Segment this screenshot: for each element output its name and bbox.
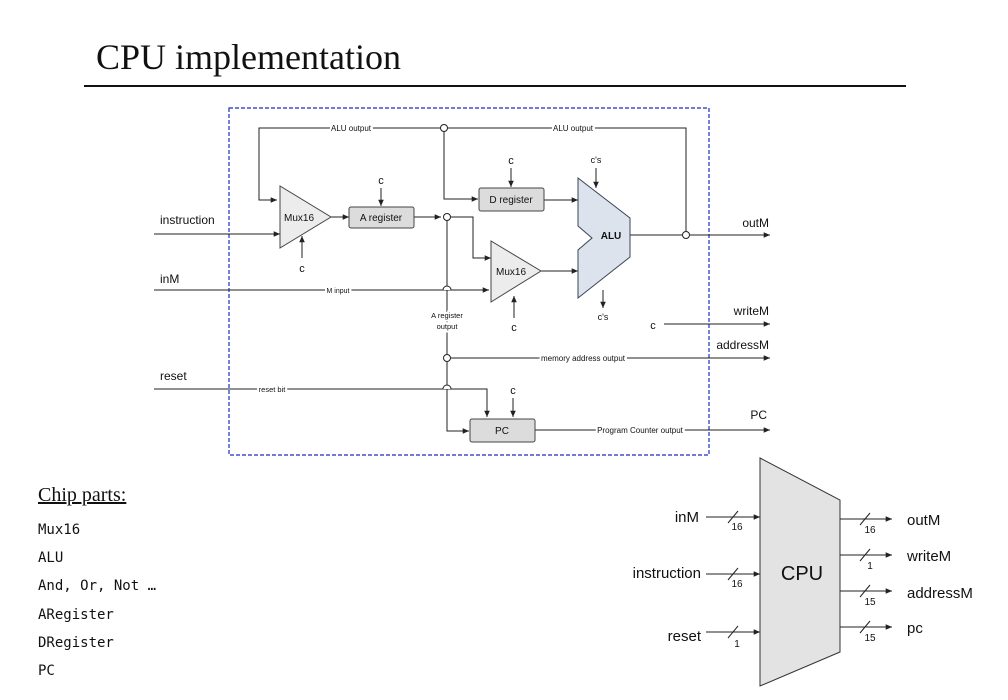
cpu-reset-width: 1 [734,639,740,650]
alu-control-in-label: c's [591,155,602,165]
cpu-pc-bus-slash [859,620,871,634]
memory-address-output-label: memory address output [541,354,626,363]
junction-address [443,354,451,362]
m-input-label: M input [327,288,350,295]
junction-areg [443,213,451,221]
addressm-output-label: addressM [716,338,769,352]
cpu-addressm-label: addressM [907,585,973,602]
cpu-outm-bus-slash [859,512,871,526]
areg-to-pc-wire [446,362,469,434]
inm-input-label: inM [160,272,179,286]
alu-feedback-wire-left [258,127,441,203]
cpu-block-label: CPU [781,563,823,585]
alu-block [577,176,631,300]
chip-parts-list: Mux16 ALU And, Or, Not … ARegister DRegi… [38,519,156,688]
reset-wire [154,388,490,417]
cpu-writem-bus-slash [859,548,871,562]
cpu-pc-width: 15 [864,633,876,644]
wire-hop-reset [442,384,452,390]
chip-part-item: ARegister [38,606,114,623]
mux1-control-label: c [299,263,305,275]
areg-to-mux2-wire [451,216,491,261]
dreg-control-label: c [508,155,514,167]
alu-feedback-wire [448,127,687,231]
pc-register-label: PC [495,426,509,437]
cpu-block [759,457,841,687]
cpu-boundary-box [228,107,710,456]
areg-control-label: c [378,175,384,187]
cpu-inm-bus-slash [727,510,739,524]
cpu-writem-label: writeM [906,548,951,565]
chip-part-item: And, Or, Not … [38,578,157,595]
wire-hop-inm [442,285,452,291]
writem-output-label: writeM [733,304,769,318]
cpu-pc-label: pc [907,620,923,637]
junction-alu [682,231,690,239]
page-title: CPU implementation [96,37,401,77]
cpu-reset-bus-slash [727,625,739,639]
pc-output-label: PC [750,408,767,422]
program-counter-output-label: Program Counter output [597,426,684,435]
cpu-instruction-label: instruction [633,565,701,582]
cpu-inm-width: 16 [731,522,743,533]
instruction-input-label: instruction [160,213,215,227]
pc-control-label: c [510,385,516,397]
mux16-b-label: Mux16 [496,267,526,278]
writem-control-label: c [650,320,656,332]
pc-register [469,418,536,443]
d-register-label: D register [489,195,533,206]
alu-output-label-left: ALU output [331,124,372,133]
junction-top [440,124,448,132]
chip-part-item: ALU [38,550,64,567]
alu-control-out-label: c's [598,312,609,322]
a-register [348,206,415,229]
d-register-input-wire [443,131,478,202]
alu-label: ALU [601,231,622,242]
cpu-addressm-bus-slash [859,584,871,598]
chip-part-item: Mux16 [38,522,81,538]
d-register [478,187,545,212]
cpu-instruction-width: 16 [731,579,743,590]
chip-part-item: DRegister [38,634,114,651]
alu-output-label-right: ALU output [553,124,594,133]
mux16-a-label: Mux16 [284,213,314,224]
mux16-a [279,185,332,249]
title-underline [84,85,906,87]
reset-bit-label: reset bit [259,385,287,394]
mux16-b [490,240,542,303]
outm-output-label: outM [742,216,769,230]
cpu-reset-label: reset [668,628,702,645]
cpu-addressm-width: 15 [864,597,876,608]
cpu-writem-width: 1 [867,561,873,572]
reset-input-label: reset [160,369,187,383]
mux2-control-label: c [511,322,517,334]
a-register-label: A register [360,213,403,224]
cpu-instruction-bus-slash [727,567,739,581]
cpu-outm-width: 16 [864,525,876,536]
cpu-inm-label: inM [675,509,699,526]
chip-parts-heading: Chip parts: [38,484,127,506]
a-register-output-label-2: output [437,322,459,331]
a-register-output-label-1: A register [431,311,463,320]
chip-part-item: PC [38,662,55,679]
cpu-outm-label: outM [907,512,940,529]
